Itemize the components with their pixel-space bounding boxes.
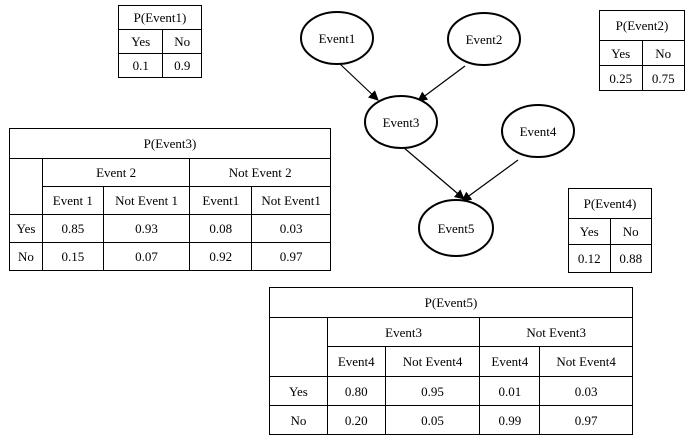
- edge-event4-event5: [461, 159, 519, 202]
- node-event2[interactable]: Event2: [447, 12, 521, 66]
- cpt-event5-sub-event4: Event4: [326, 346, 386, 377]
- cpt-event2: P(Event2) Yes No 0.25 0.75: [599, 10, 685, 91]
- cpt-event2-header-yes: Yes: [599, 40, 643, 66]
- cpt-event1-title: P(Event1): [118, 5, 202, 30]
- cpt-event3-group-event2: Event 2: [41, 158, 191, 187]
- cpt-event5-cell: 0.05: [384, 405, 481, 435]
- cpt-event1-value-no: 0.9: [162, 53, 202, 78]
- cpt-event4-value-yes: 0.12: [568, 244, 611, 273]
- cpt-event2-header-no: No: [641, 40, 685, 66]
- cpt-event5: P(Event5) Event3 Not Event3 Event4 Not E…: [269, 287, 633, 435]
- node-event3[interactable]: Event3: [364, 95, 438, 149]
- cpt-event4-value-no: 0.88: [609, 244, 652, 273]
- cpt-event3-sub-not-event1-b: Not Event1: [251, 186, 331, 215]
- node-event1-label: Event1: [319, 31, 356, 46]
- cpt-event3-sub-event1-b: Event1: [189, 186, 253, 215]
- cpt-event4-header-no: No: [609, 218, 652, 245]
- cpt-event3-cell: 0.93: [102, 214, 191, 243]
- cpt-event5-sub-not-event4-b: Not Event4: [539, 346, 633, 377]
- edge-event2-event3: [417, 65, 466, 102]
- cpt-event5-group-event3: Event3: [326, 317, 481, 347]
- cpt-event1-value-yes: 0.1: [117, 53, 164, 78]
- cpt-event3-cell: 0.97: [251, 242, 331, 271]
- node-event5-label: Event5: [438, 221, 475, 236]
- cpt-event3-title: P(Event3): [9, 128, 331, 159]
- cpt-event3-sub-not-event1: Not Event 1: [102, 186, 191, 215]
- cpt-event2-value-no: 0.75: [641, 65, 685, 91]
- cpt-event5-title: P(Event5): [269, 287, 633, 318]
- edge-event3-event5: [402, 146, 465, 200]
- cpt-event3-cell: 0.07: [102, 242, 191, 271]
- cpt-event5-group-not-event3: Not Event3: [479, 317, 633, 347]
- cpt-event3-sub-event1: Event 1: [41, 186, 104, 215]
- node-event2-label: Event2: [466, 32, 503, 47]
- node-event4[interactable]: Event4: [501, 104, 575, 158]
- cpt-event5-cell: 0.99: [479, 405, 541, 435]
- cpt-event4-header-yes: Yes: [568, 218, 611, 245]
- cpt-event5-cell: 0.01: [479, 376, 541, 406]
- cpt-event3-cell: 0.03: [251, 214, 331, 243]
- cpt-event1-header-no: No: [162, 29, 202, 54]
- cpt-event3-cell: 0.08: [189, 214, 253, 243]
- cpt-event5-corner: [269, 317, 328, 377]
- cpt-event3-group-not-event2: Not Event 2: [189, 158, 331, 187]
- cpt-event5-cell: 0.95: [384, 376, 481, 406]
- cpt-event5-row-label-no: No: [269, 405, 328, 435]
- cpt-event3-corner: [9, 158, 43, 215]
- cpt-event5-row-label-yes: Yes: [269, 376, 328, 406]
- cpt-event4-title: P(Event4): [568, 188, 652, 219]
- cpt-event5-cell: 0.97: [539, 405, 633, 435]
- node-event4-label: Event4: [520, 124, 557, 139]
- node-event1[interactable]: Event1: [300, 11, 374, 65]
- cpt-event4: P(Event4) Yes No 0.12 0.88: [568, 188, 652, 273]
- cpt-event2-title: P(Event2): [599, 10, 685, 41]
- cpt-event5-cell: 0.03: [539, 376, 633, 406]
- cpt-event1-header-yes: Yes: [117, 29, 164, 54]
- cpt-event5-sub-event4-b: Event4: [479, 346, 541, 377]
- cpt-event2-value-yes: 0.25: [599, 65, 643, 91]
- cpt-event3-cell: 0.92: [189, 242, 253, 271]
- cpt-event3: P(Event3) Event 2 Not Event 2 Event 1 No…: [9, 128, 331, 271]
- cpt-event1: P(Event1) Yes No 0.1 0.9: [117, 5, 202, 78]
- cpt-event3-cell: 0.85: [41, 214, 104, 243]
- cpt-event3-row-label-yes: Yes: [9, 214, 43, 243]
- cpt-event5-cell: 0.20: [326, 405, 386, 435]
- cpt-event3-cell: 0.15: [41, 242, 104, 271]
- node-event5[interactable]: Event5: [418, 199, 494, 257]
- edge-event1-event3: [339, 63, 379, 101]
- cpt-event5-sub-not-event4: Not Event4: [384, 346, 481, 377]
- cpt-event3-row-label-no: No: [9, 242, 43, 271]
- cpt-event5-cell: 0.80: [326, 376, 386, 406]
- node-event3-label: Event3: [383, 115, 420, 130]
